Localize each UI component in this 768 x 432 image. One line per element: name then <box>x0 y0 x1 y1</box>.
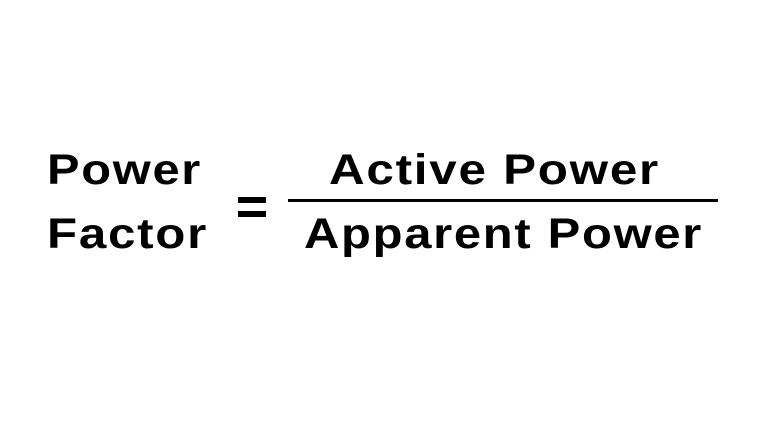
equals-bar-bottom <box>238 211 266 217</box>
numerator: Active Power <box>329 146 660 194</box>
fraction-bar <box>288 199 718 202</box>
denominator: Apparent Power <box>304 210 703 258</box>
lhs-word-power: Power <box>47 146 202 194</box>
equals-bar-top <box>238 197 266 203</box>
equals-sign <box>238 197 266 219</box>
lhs-word-factor: Factor <box>47 210 208 258</box>
